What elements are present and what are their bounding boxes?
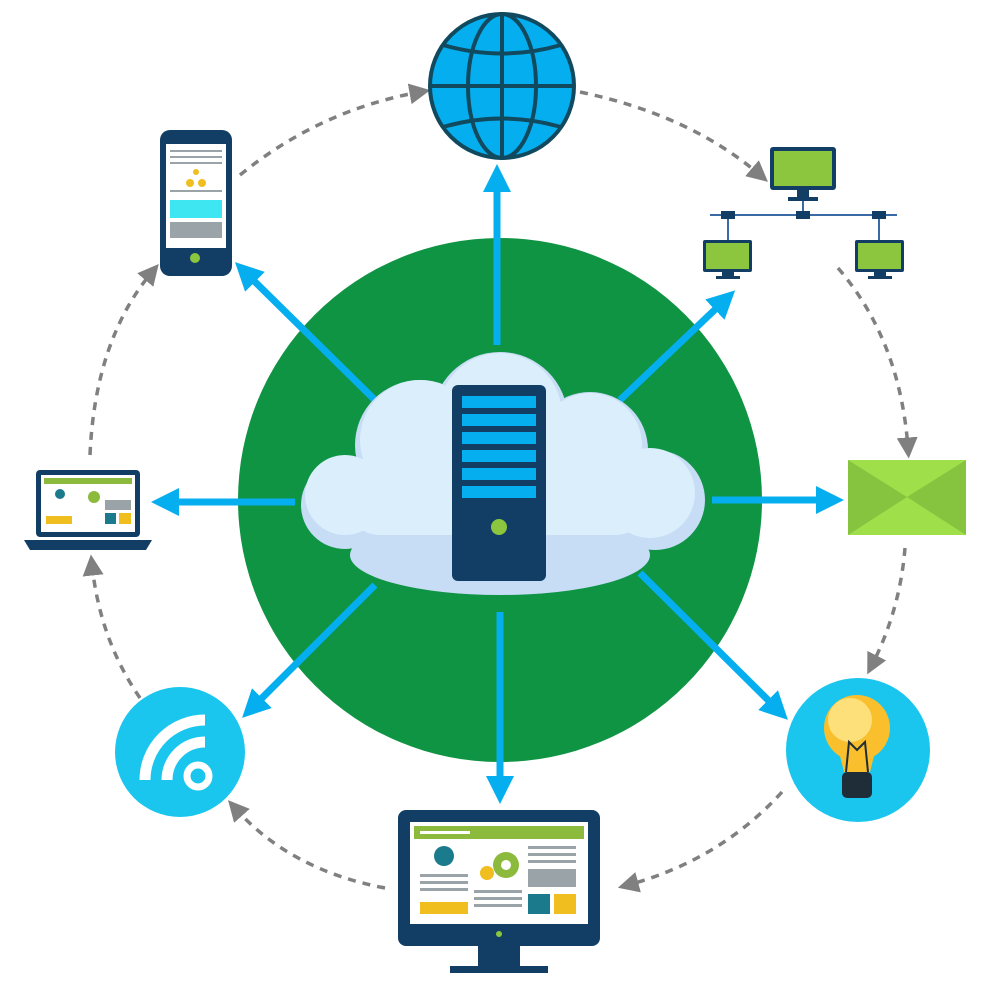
wifi-icon[interactable]: [115, 687, 245, 817]
globe-icon[interactable]: [428, 12, 576, 160]
envelope-icon[interactable]: [848, 460, 966, 535]
lightbulb-icon[interactable]: [786, 678, 930, 822]
arrow-to-mobile: [235, 262, 383, 408]
cycle-arrow: [238, 83, 431, 177]
cycle-arrow: [867, 547, 907, 675]
laptop-icon[interactable]: [24, 470, 152, 550]
cycle-arrow: [228, 800, 386, 890]
arrow-to-wifi: [242, 582, 378, 718]
cycle-arrow: [617, 790, 784, 893]
cycle-arrow: [836, 266, 918, 459]
cycle-arrows: [82, 83, 918, 893]
desktop-monitor-icon[interactable]: [398, 810, 600, 973]
cycle-arrow: [579, 90, 768, 182]
spoke-arrows: [151, 164, 844, 804]
cloud-server-icon: [301, 352, 705, 595]
smartphone-icon[interactable]: [160, 130, 232, 276]
arrow-to-network: [617, 290, 736, 403]
network-icon[interactable]: [703, 147, 904, 279]
cycle-arrow: [82, 554, 142, 699]
cycle-arrow: [88, 263, 159, 456]
arrow-to-idea: [637, 570, 788, 720]
